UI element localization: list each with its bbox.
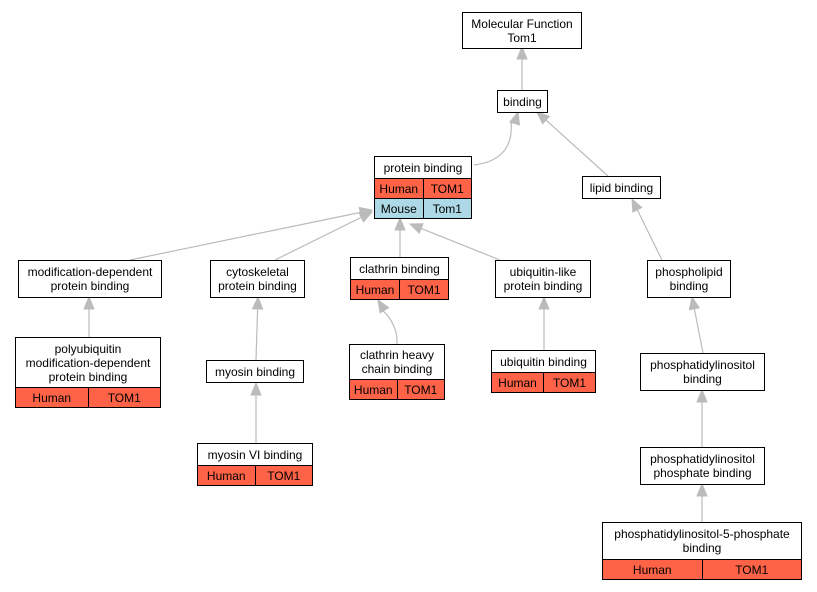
gene-cell: TOM1: [422, 179, 472, 198]
node-label: ubiquitin binding: [500, 354, 587, 369]
gene-cell: TOM1: [396, 380, 445, 399]
go-node-mf[interactable]: Molecular Function Tom1: [462, 12, 582, 49]
arrowhead: [516, 45, 528, 60]
arrowhead: [408, 223, 424, 234]
arrowhead: [688, 295, 701, 311]
node-label: binding: [503, 94, 542, 109]
annotation-row: Human TOM1: [16, 387, 160, 407]
go-node-cytoskeletal[interactable]: cytoskeletal protein binding: [210, 260, 305, 298]
node-label: Molecular Function Tom1: [471, 16, 573, 45]
species-cell: Human: [498, 375, 537, 390]
annotation-row: Mouse Tom1: [375, 198, 471, 218]
edge-cytoskeletal-to-protein-binding: [274, 216, 363, 261]
go-node-ptdins-5p[interactable]: phosphatidylinositol-5-phosphate binding…: [602, 522, 802, 580]
arrowhead: [250, 381, 262, 396]
node-label: clathrin heavy chain binding: [359, 348, 435, 376]
node-label: myosin VI binding: [207, 447, 303, 462]
arrowhead: [696, 482, 708, 497]
arrowhead: [358, 211, 374, 223]
species-cell: Human: [355, 282, 395, 297]
annotation-row: Human TOM1: [351, 279, 448, 299]
go-node-ubiq-like[interactable]: ubiquitin-like protein binding: [495, 260, 591, 298]
edge-myosin-to-cytoskeletal: [255, 307, 259, 361]
annotation-row: Human TOM1: [492, 372, 595, 392]
arrowhead: [538, 295, 550, 310]
go-node-polyubiq[interactable]: polyubiquitin modification-dependent pro…: [15, 337, 161, 408]
node-label: phosphatidylinositol phosphate binding: [650, 452, 755, 480]
species-cell: Human: [206, 468, 246, 483]
go-node-ptdins[interactable]: phosphatidylinositol binding: [640, 353, 765, 391]
gene-cell: TOM1: [399, 280, 448, 299]
node-label: lipid binding: [589, 180, 654, 195]
arrowhead: [251, 295, 264, 310]
node-label: polyubiquitin modification-dependent pro…: [25, 341, 151, 384]
species-cell: Mouse: [380, 201, 417, 216]
node-label: myosin binding: [214, 364, 296, 379]
species-cell: Human: [353, 382, 393, 397]
node-label: modification-dependent protein binding: [27, 265, 153, 293]
go-node-phospholipid[interactable]: phospholipid binding: [647, 260, 731, 298]
node-label: clathrin binding: [359, 261, 440, 276]
arrowhead: [394, 216, 406, 231]
arrowhead: [696, 388, 708, 403]
arrowhead: [509, 110, 521, 126]
gene-cell: TOM1: [87, 388, 161, 407]
arrowhead: [83, 295, 95, 310]
arrowhead: [377, 298, 390, 314]
gene-cell: TOM1: [254, 466, 313, 485]
species-cell: Human: [379, 181, 419, 196]
gene-cell: TOM1: [543, 373, 595, 392]
node-label: protein binding: [383, 160, 463, 175]
edge-ubiq-like-to-protein-binding: [419, 227, 501, 261]
go-node-mod-dep[interactable]: modification-dependent protein binding: [18, 260, 162, 298]
gene-cell: Tom1: [422, 199, 472, 218]
species-cell: Human: [632, 562, 672, 577]
go-node-myosin[interactable]: myosin binding: [206, 360, 304, 383]
arrowhead: [536, 111, 551, 125]
annotation-row: Human TOM1: [603, 559, 801, 579]
go-node-binding[interactable]: binding: [497, 90, 548, 113]
edge-lipid-binding-to-binding: [544, 118, 609, 177]
edge-protein-binding-to-binding: [473, 120, 512, 166]
node-label: phosphatidylinositol binding: [650, 358, 755, 386]
edge-ptdins-to-phospholipid: [693, 307, 704, 354]
node-label: phospholipid binding: [655, 265, 723, 293]
edge-clathrin-heavy-to-clathrin: [381, 309, 398, 345]
edge-phospholipid-to-lipid-binding: [636, 208, 663, 261]
go-node-ptdins-p[interactable]: phosphatidylinositol phosphate binding: [640, 447, 765, 485]
species-cell: Human: [32, 390, 72, 405]
annotation-row: Human TOM1: [198, 465, 312, 485]
node-label: phosphatidylinositol-5-phosphate binding: [614, 527, 790, 555]
node-label: cytoskeletal protein binding: [218, 265, 297, 293]
go-node-lipid-binding[interactable]: lipid binding: [582, 176, 661, 199]
edge-mod-dep-to-protein-binding: [129, 211, 362, 261]
node-label: ubiquitin-like protein binding: [503, 265, 583, 293]
gene-cell: TOM1: [701, 560, 802, 579]
arrowhead: [631, 197, 643, 213]
